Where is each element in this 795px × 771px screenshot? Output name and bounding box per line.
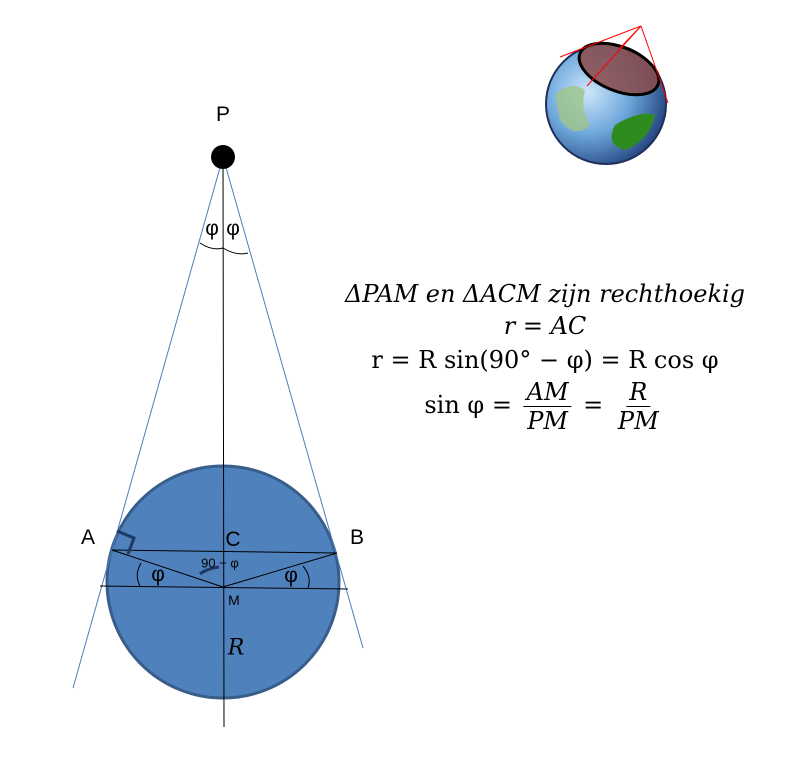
label-m: M	[228, 592, 240, 608]
angle-arc-left	[136, 562, 142, 587]
angle-arc-c	[199, 565, 220, 576]
radius-am	[111, 549, 224, 588]
label-phi-a: φ	[151, 563, 165, 586]
right-angle-marker	[116, 529, 136, 555]
label-phi-p-right: φ	[226, 217, 240, 240]
label-p: P	[215, 103, 231, 126]
point-p	[211, 145, 235, 169]
label-phi-b: φ	[284, 564, 298, 587]
equation-2: r = AC	[503, 312, 587, 340]
denominator: PM	[617, 407, 659, 435]
label-phi-p-left: φ	[205, 217, 219, 240]
tangent-left	[72, 156, 224, 689]
label-a: A	[80, 526, 96, 549]
equation-1: ΔPAM en ΔACM zijn rechthoekig	[344, 280, 746, 308]
label-angle-c: 90 − φ	[201, 555, 239, 571]
tangent-right	[222, 156, 364, 649]
label-r: R	[227, 635, 245, 661]
radius-bm	[222, 552, 338, 588]
horizontal-m	[99, 585, 349, 590]
denominator: PM	[527, 407, 568, 435]
sphere	[105, 464, 341, 700]
globe-icon	[545, 25, 669, 165]
numerator: R	[626, 378, 651, 407]
eq4-lhs: sin φ =	[424, 391, 512, 419]
label-c: C	[225, 528, 241, 551]
eq4-equals: =	[583, 391, 604, 419]
label-b: B	[349, 526, 365, 549]
chord-ab	[111, 549, 338, 554]
equation-3: r = R sin(90° − φ) = R cos φ	[371, 346, 719, 374]
axis-line	[222, 159, 225, 728]
numerator: AM	[523, 378, 572, 407]
angle-arc-p	[199, 242, 249, 255]
angle-arc-right	[302, 565, 310, 589]
